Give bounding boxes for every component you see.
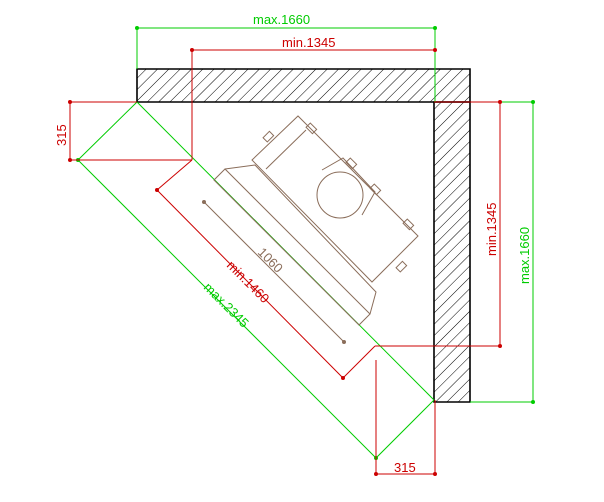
hood-chimney-inner [265, 129, 307, 170]
left-offset-label: 315 [54, 124, 69, 146]
hood-tab-5 [345, 157, 358, 170]
hood-duct-circle [316, 171, 364, 219]
diag-min-extension-top [156, 159, 193, 191]
hood-tab-4 [395, 260, 408, 273]
diag-max-extension-top [77, 101, 138, 161]
hood-tab-2 [262, 130, 275, 143]
top-min-label: min.1345 [282, 35, 335, 50]
min-dimension-lines [68, 48, 502, 476]
hood-tab-6 [369, 183, 382, 196]
hood-chimney [251, 115, 419, 283]
right-min-label: min.1345 [484, 203, 499, 256]
bottom-offset-label: 315 [394, 460, 416, 475]
right-max-label: max.1660 [517, 227, 532, 284]
right-wall [433, 101, 471, 403]
diag-max-dimension-line [77, 159, 377, 459]
hood-width-label: 1060 [255, 245, 286, 276]
hood-duct-frame [321, 157, 376, 216]
top-wall [136, 68, 471, 103]
hood-tab-3 [402, 218, 415, 231]
top-max-label: max.1660 [253, 12, 310, 27]
diag-min-dimension-line [156, 189, 344, 379]
walls [136, 68, 471, 403]
diag-min-extension-bottom [342, 345, 376, 379]
hood-canopy-front [213, 168, 371, 326]
diag-max-extension-bottom [375, 399, 435, 459]
hood-canopy-body [224, 164, 377, 315]
hood-tab-1 [305, 122, 318, 135]
range-hood-outline [202, 115, 419, 344]
hood-width-dimension-line [203, 201, 345, 343]
